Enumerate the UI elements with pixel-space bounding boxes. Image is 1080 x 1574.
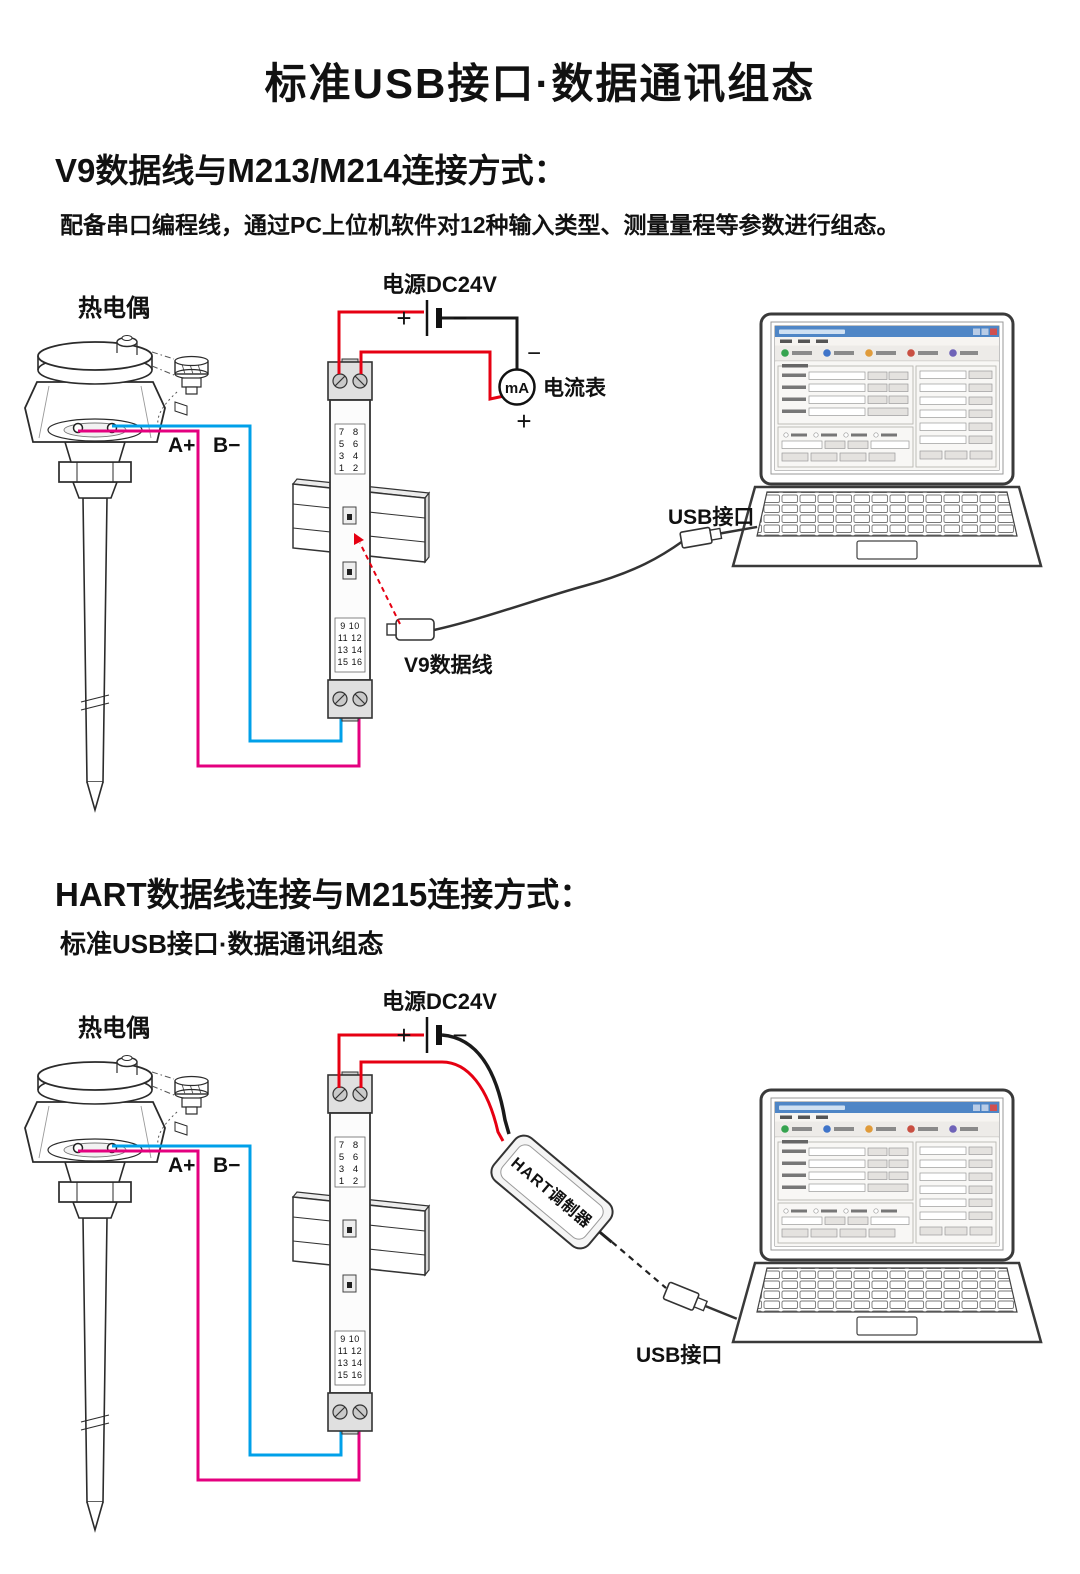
wire-b-label: B− <box>213 434 240 457</box>
section1-diagram: 热电偶 电源DC24V + − − mA 电流表 + A+ B− USB接口 V… <box>24 272 1043 811</box>
wire-magenta-b <box>78 1149 361 1482</box>
ammeter-unit-label: mA <box>505 380 529 397</box>
thermocouple-1 <box>24 334 209 811</box>
ammeter-label: 电流表 <box>543 376 607 400</box>
module-2 <box>327 1071 373 1435</box>
laptop-2 <box>731 1088 1043 1344</box>
meter-minus-label: − <box>527 340 541 367</box>
battery-minus-label: − <box>452 1020 467 1050</box>
meter-plus-label: + <box>516 406 531 436</box>
wire-red-hart <box>359 1060 505 1142</box>
section2-diagram: HART调制器 热电偶 电源DC24V + − A+ B− USB接口 <box>24 989 1043 1531</box>
v9-cable-label: V9数据线 <box>404 653 493 677</box>
usb-cable <box>433 539 684 632</box>
wire-black <box>441 1033 511 1135</box>
section2-subheading: 标准USB接口·数据通讯组态 <box>60 929 384 959</box>
hart-modem: HART调制器 <box>490 1134 614 1250</box>
thermocouple-label: 热电偶 <box>78 295 150 322</box>
power-label: 电源DC24V <box>382 272 497 297</box>
hart-usb-dashed-cable <box>611 1241 667 1289</box>
usb-port-label: USB接口 <box>636 1344 722 1367</box>
wire-cyan-a <box>112 424 343 743</box>
thermocouple-label: 热电偶 <box>78 1015 150 1042</box>
wire-a-label: A+ <box>168 1154 195 1177</box>
thermocouple-2 <box>24 1054 209 1531</box>
wire-magenta-b <box>78 429 361 768</box>
wire-red-meter <box>359 350 505 401</box>
usb-plug-icon <box>679 525 758 549</box>
usb-port-label: USB接口 <box>668 506 754 529</box>
battery-minus-label: − <box>452 303 467 333</box>
module-1 <box>327 358 373 722</box>
wire-b-label: B− <box>213 1154 240 1177</box>
battery-plus-label: + <box>396 303 411 333</box>
v9-connector <box>395 618 435 641</box>
page-title: 标准USB接口·数据通讯组态 <box>265 60 816 107</box>
wire-black <box>442 316 519 369</box>
laptop-1 <box>731 312 1043 568</box>
ammeter-dial <box>498 368 536 406</box>
wire-red-power <box>337 1033 424 1088</box>
arrowhead-icon <box>354 533 364 545</box>
section1-heading: V9数据线与M213/M214连接方式： <box>55 152 567 189</box>
wire-cyan-a <box>112 1144 343 1457</box>
plug-direction-arrow <box>359 542 401 625</box>
usb-plug-icon <box>662 1281 738 1320</box>
battery-plus-label: + <box>396 1020 411 1050</box>
section2-heading: HART数据线连接与M215连接方式： <box>55 876 592 913</box>
v9-connector-tip <box>386 623 397 636</box>
wire-a-label: A+ <box>168 434 195 457</box>
wire-red-power <box>337 310 424 374</box>
power-label: 电源DC24V <box>382 989 497 1014</box>
section1-description: 配备串口编程线，通过PC上位机软件对12种输入类型、测量量程等参数进行组态。 <box>60 212 900 238</box>
